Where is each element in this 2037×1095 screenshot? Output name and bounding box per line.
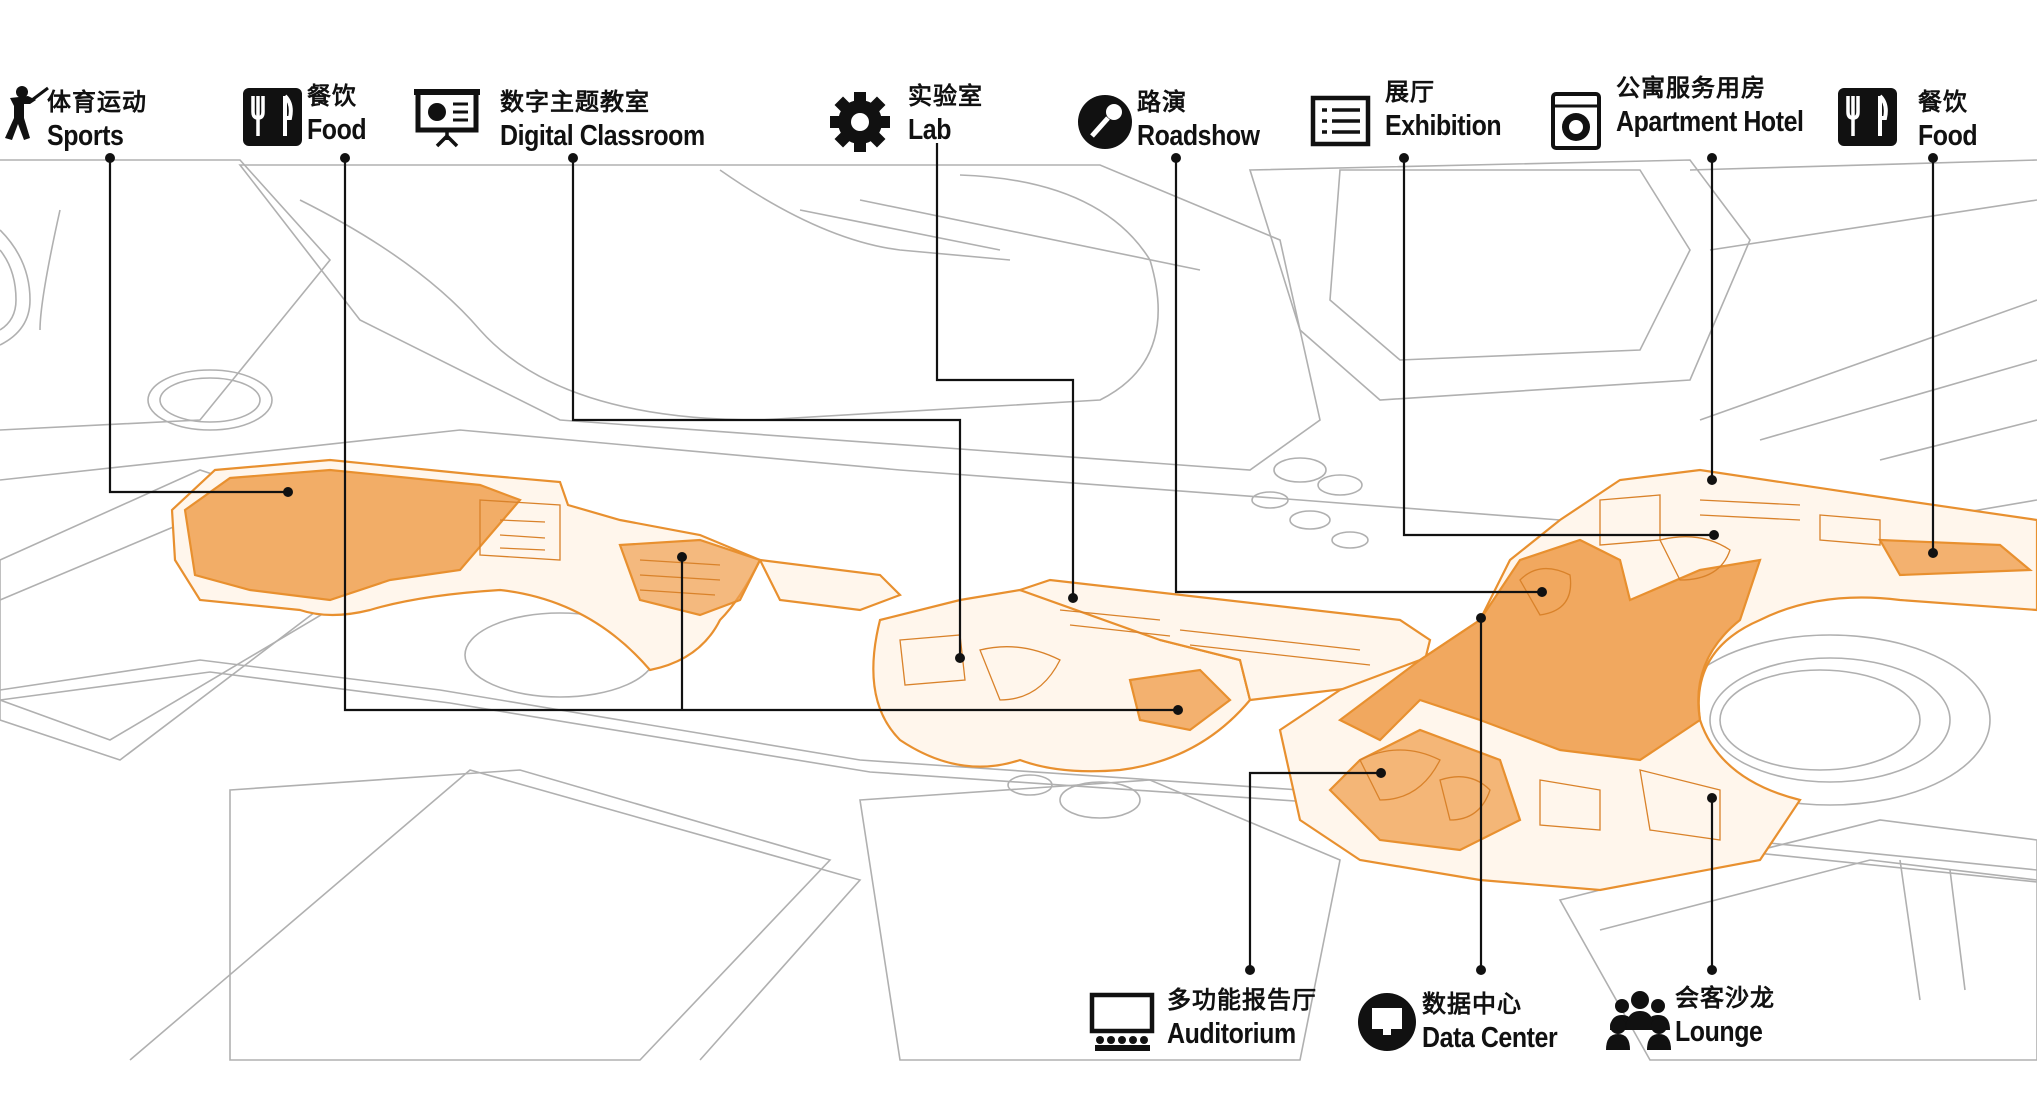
monitor-icon [1358, 993, 1416, 1051]
label-sports-zh: 体育运动 [47, 88, 147, 116]
label-lounge-zh: 会客沙龙 [1675, 984, 1775, 1012]
leader-food1 [343, 158, 1178, 712]
label-food-east: 餐饮 Food [1918, 90, 1987, 151]
label-lab: 实验室 Lab [908, 84, 983, 145]
label-lab-zh: 实验室 [908, 82, 983, 110]
people-group-icon [1606, 991, 1671, 1050]
leader-dots [105, 153, 1938, 975]
label-exhibition: 展厅 Exhibition [1385, 80, 1520, 141]
label-food-west-zh: 餐饮 [307, 82, 357, 110]
label-digital-classroom: 数字主题教室 Digital Classroom [500, 90, 738, 151]
leader-exhibition [1402, 158, 1714, 537]
label-food-east-zh: 餐饮 [1918, 88, 1968, 116]
label-food-west-en: Food [307, 114, 367, 146]
leader-sports [108, 158, 288, 494]
site-plan-linework [0, 159, 2037, 1061]
label-roadshow-en: Roadshow [1137, 120, 1260, 152]
label-apartment-hotel-zh: 公寓服务用房 [1616, 74, 1766, 102]
label-digital-classroom-en: Digital Classroom [500, 120, 705, 152]
label-auditorium: 多功能报告厅 Auditorium [1167, 988, 1317, 1049]
label-data-center: 数据中心 Data Center [1422, 992, 1579, 1053]
leader-digital [571, 158, 962, 658]
label-data-center-en: Data Center [1422, 1022, 1558, 1054]
leader-lines [108, 143, 1935, 970]
fork-knife-icon [1838, 88, 1897, 146]
label-lounge: 会客沙龙 Lounge [1675, 986, 1777, 1047]
label-lab-en: Lab [908, 114, 952, 146]
label-food-west: 餐饮 Food [307, 84, 376, 145]
presentation-board-icon [414, 89, 480, 148]
building-footprint [170, 458, 2037, 892]
label-apartment-hotel: 公寓服务用房 Apartment Hotel [1616, 76, 1834, 137]
label-auditorium-en: Auditorium [1167, 1018, 1296, 1050]
label-data-center-zh: 数据中心 [1422, 990, 1522, 1018]
fork-knife-icon [243, 88, 302, 146]
label-apartment-hotel-en: Apartment Hotel [1616, 106, 1804, 138]
label-exhibition-en: Exhibition [1385, 110, 1502, 142]
golf-player-icon [5, 86, 49, 140]
label-sports: 体育运动 Sports [47, 90, 147, 151]
leader-auditorium [1248, 771, 1381, 970]
leader-lab [935, 143, 1075, 598]
label-roadshow-zh: 路演 [1137, 88, 1187, 116]
list-panel-icon [1310, 95, 1371, 147]
washing-machine-icon [1551, 92, 1601, 150]
screen-audience-icon [1089, 992, 1155, 1051]
gear-icon [830, 92, 890, 152]
microphone-icon [1078, 95, 1132, 149]
label-food-east-en: Food [1918, 120, 1978, 152]
label-exhibition-zh: 展厅 [1385, 78, 1435, 106]
leader-roadshow [1174, 158, 1542, 594]
label-sports-en: Sports [47, 120, 124, 152]
label-digital-classroom-zh: 数字主题教室 [500, 88, 650, 116]
label-roadshow: 路演 Roadshow [1137, 90, 1280, 151]
label-auditorium-zh: 多功能报告厅 [1167, 986, 1317, 1014]
label-lounge-en: Lounge [1675, 1016, 1763, 1048]
